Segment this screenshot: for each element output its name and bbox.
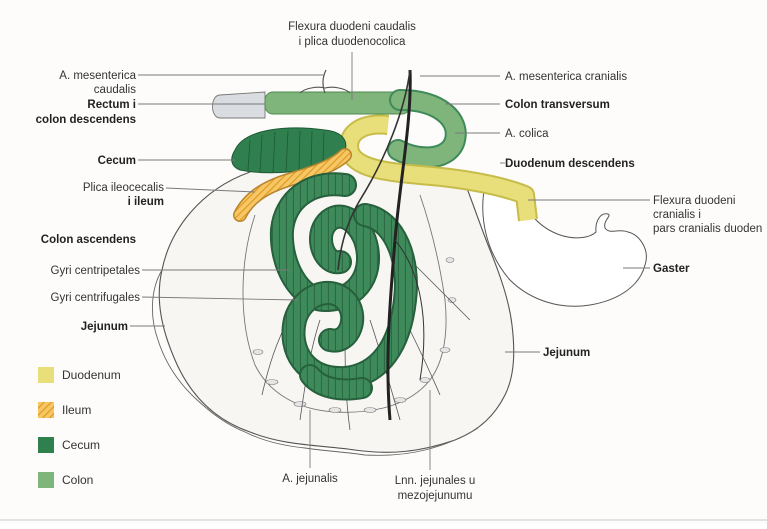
legend-swatch-ileum — [38, 402, 54, 418]
label-gyri-centrifugales: Gyri centrifugales — [51, 292, 141, 304]
label-flexura-duodeni-cranialis: Flexura duodeni cranialis i pars cranial… — [653, 195, 762, 235]
label-cecum: Cecum — [98, 155, 136, 167]
svg-text:A. mesenterica: A. mesenterica — [59, 70, 136, 82]
bottom-rule — [0, 519, 767, 521]
legend: Duodenum Ileum Cecum Colon — [38, 367, 121, 488]
svg-text:cranialis i: cranialis i — [653, 209, 701, 221]
legend-item-duodenum: Duodenum — [38, 367, 121, 383]
legend-item-colon: Colon — [38, 472, 93, 488]
svg-text:Flexura duodeni caudalis: Flexura duodeni caudalis — [288, 21, 416, 33]
svg-text:Colon: Colon — [62, 473, 93, 487]
svg-text:colon descendens: colon descendens — [36, 114, 136, 126]
label-duodenum-descendens: Duodenum descendens — [505, 158, 635, 170]
svg-text:Rectum i: Rectum i — [87, 99, 136, 111]
svg-text:Cecum: Cecum — [62, 438, 100, 452]
svg-text:Flexura duodeni: Flexura duodeni — [653, 195, 735, 207]
svg-text:Ileum: Ileum — [62, 403, 91, 417]
label-flexura-duodeni-caudalis: Flexura duodeni caudalis i plica duodeno… — [288, 21, 416, 48]
svg-text:Plica ileocecalis: Plica ileocecalis — [83, 182, 164, 194]
label-gyri-centripetales: Gyri centripetales — [51, 265, 141, 277]
rectum-colon-descendens — [213, 70, 411, 118]
label-jejunum-right: Jejunum — [543, 347, 590, 359]
label-jejunum-left: Jejunum — [81, 321, 128, 333]
svg-text:i ileum: i ileum — [128, 196, 164, 208]
svg-text:caudalis: caudalis — [94, 84, 136, 96]
label-colon-transversum: Colon transversum — [505, 99, 610, 111]
svg-text:Duodenum: Duodenum — [62, 368, 121, 382]
svg-text:mezojejunumu: mezojejunumu — [398, 490, 473, 502]
label-lnn-jejunales: Lnn. jejunales u mezojejunumu — [395, 475, 476, 502]
label-a-mesenterica-cranialis: A. mesenterica cranialis — [505, 71, 627, 83]
legend-item-cecum: Cecum — [38, 437, 100, 453]
legend-swatch-duodenum — [38, 367, 54, 383]
label-plica-ileocecalis: Plica ileocecalis i ileum — [83, 182, 164, 208]
label-a-jejunalis: A. jejunalis — [282, 473, 338, 485]
label-colon-ascendens: Colon ascendens — [41, 234, 136, 246]
label-rectum: Rectum i colon descendens — [36, 99, 136, 126]
svg-text:i plica duodenocolica: i plica duodenocolica — [299, 36, 406, 48]
label-gaster: Gaster — [653, 263, 690, 275]
label-a-colica: A. colica — [505, 128, 549, 140]
legend-swatch-cecum — [38, 437, 54, 453]
stomach-outline — [483, 185, 647, 306]
legend-swatch-colon — [38, 472, 54, 488]
svg-text:Lnn. jejunales u: Lnn. jejunales u — [395, 475, 476, 487]
svg-text:pars cranialis duoden: pars cranialis duoden — [653, 223, 762, 235]
label-a-mesenterica-caudalis: A. mesenterica caudalis — [59, 70, 136, 96]
legend-item-ileum: Ileum — [38, 402, 91, 418]
